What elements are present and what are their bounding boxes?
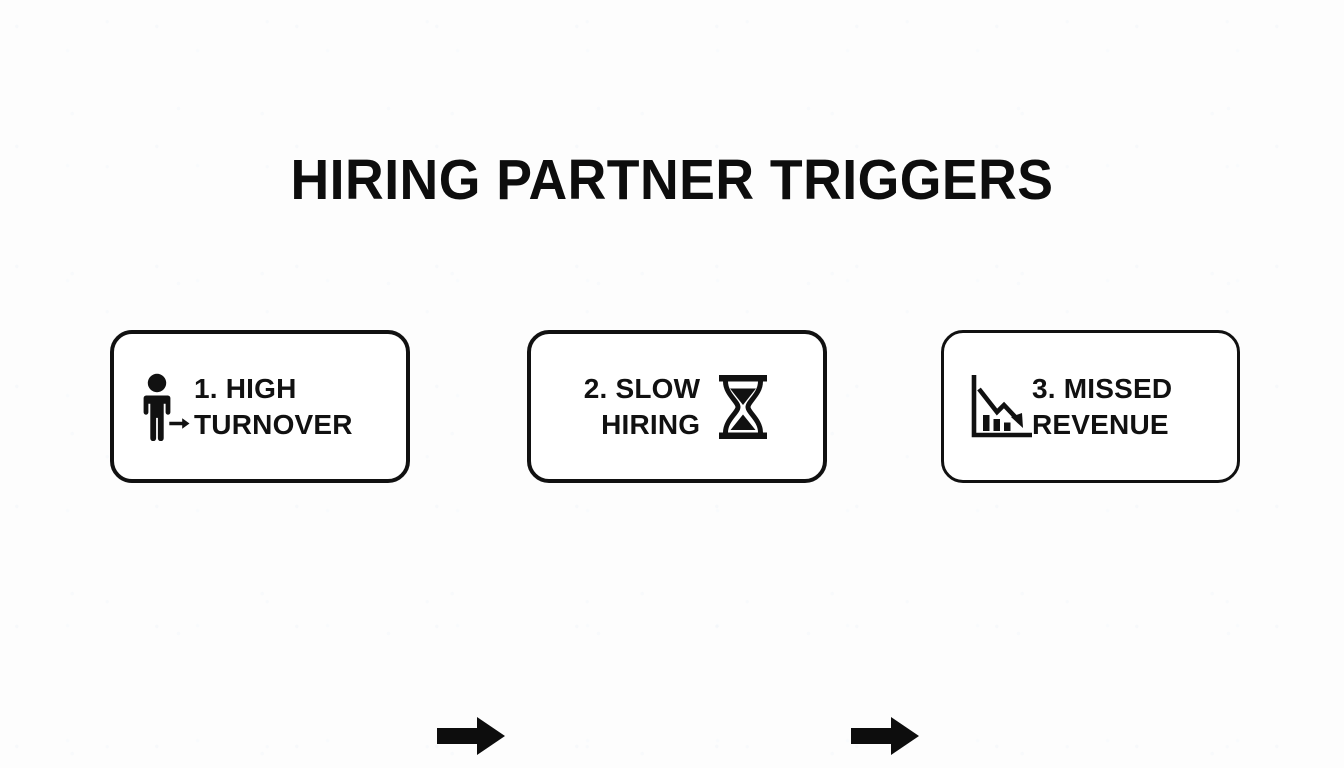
flow-step-2-content: 2. SLOW HIRING (531, 371, 823, 443)
flow-step-1-content: 1. HIGH TURNOVER (114, 371, 406, 443)
hourglass-icon (716, 374, 770, 440)
process-flow: 1. HIGH TURNOVER 2. SLOW HIRING (0, 330, 1344, 755)
flow-step-3-card[interactable]: 3. MISSED REVENUE (941, 330, 1240, 483)
declining-chart-icon (970, 374, 1032, 439)
flow-step-1-label: 1. HIGH TURNOVER (194, 372, 353, 440)
arrow-right-icon-2 (851, 715, 919, 757)
flow-step-2-card[interactable]: 2. SLOW HIRING (527, 330, 827, 483)
page-title: HIRING PARTNER TRIGGERS (290, 148, 1054, 212)
flow-step-3-content: 3. MISSED REVENUE (944, 371, 1237, 443)
flow-step-2-label: 2. SLOW HIRING (583, 372, 701, 440)
flow-step-1-card[interactable]: 1. HIGH TURNOVER (110, 330, 410, 483)
person-leaving-icon (140, 373, 196, 441)
flow-step-3-label: 3. MISSED REVENUE (1032, 372, 1173, 440)
arrow-right-icon-1 (437, 715, 505, 757)
